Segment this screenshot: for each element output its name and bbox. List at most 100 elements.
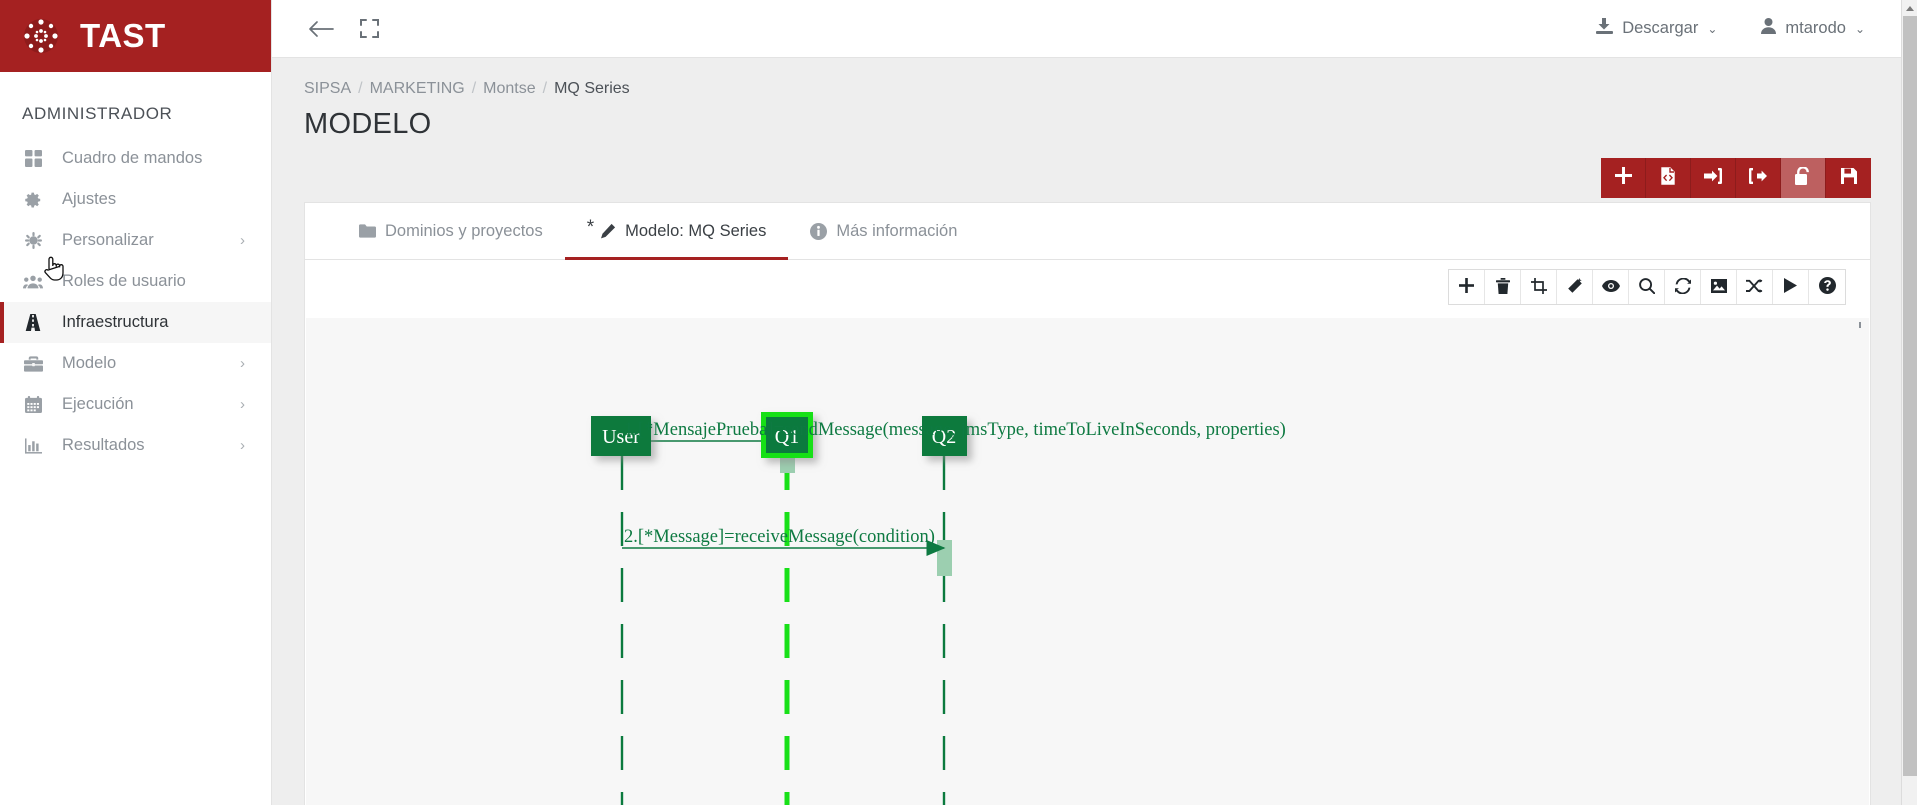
download-menu[interactable]: Descargar ⌄ [1596, 18, 1717, 39]
help-button[interactable] [1809, 270, 1845, 304]
play-icon [1784, 278, 1797, 296]
gear-icon [22, 191, 44, 209]
tab-mas-informacion[interactable]: Más información [788, 203, 979, 259]
breadcrumb-separator: / [471, 80, 477, 97]
shuffle-button[interactable] [1737, 270, 1773, 304]
sidebar-item-label: Cuadro de mandos [62, 149, 203, 167]
chevron-right-icon: › [240, 396, 245, 413]
content-area: SIPSA / MARKETING / Montse / MQ Series M… [272, 58, 1901, 805]
trash-icon [1495, 277, 1510, 297]
zoom-search-button[interactable] [1629, 270, 1665, 304]
export-button[interactable] [1736, 158, 1781, 198]
participant-box-q2: Q2 [922, 416, 967, 456]
participant-box-user: User [591, 416, 651, 456]
breadcrumb-separator: / [542, 80, 548, 97]
run-button[interactable] [1773, 270, 1809, 304]
image-icon [1710, 278, 1727, 296]
sidebar-item-label: Roles de usuario [62, 272, 186, 290]
sidebar-item-label: Resultados [62, 436, 145, 454]
unlock-icon [1795, 165, 1811, 190]
user-menu[interactable]: mtarodo ⌄ [1761, 18, 1865, 39]
chevron-down-icon: ⌄ [1707, 21, 1718, 36]
refresh-button[interactable] [1665, 270, 1701, 304]
pencil-icon [600, 223, 616, 239]
save-button[interactable] [1826, 158, 1871, 198]
tab-dominios-y-proyectos[interactable]: Dominios y proyectos [337, 203, 565, 259]
canvas-corner-handle [1859, 322, 1861, 328]
sidebar-item-infraestructura[interactable]: Infraestructura [0, 302, 271, 343]
participant-label-user: User [602, 426, 640, 448]
participant-label-q1: Q1 [775, 426, 799, 448]
expand-fullscreen-icon[interactable] [360, 19, 379, 38]
download-icon [1596, 18, 1614, 39]
briefcase-icon [22, 355, 44, 372]
info-circle-icon [810, 222, 828, 240]
add-element-button[interactable] [1449, 270, 1485, 304]
preview-button[interactable] [1593, 270, 1629, 304]
sidebar-item-personalizar[interactable]: Personalizar › [0, 220, 271, 261]
brand-title: TAST [80, 17, 166, 54]
page-title: MODELO [304, 108, 432, 140]
sidebar-item-roles-de-usuario[interactable]: Roles de usuario [0, 261, 271, 302]
sign-out-icon [1749, 167, 1767, 189]
export-code-button[interactable] [1646, 158, 1691, 198]
breadcrumb: SIPSA / MARKETING / Montse / MQ Series [272, 58, 1901, 98]
action-toolbar [1601, 158, 1871, 198]
magnifier-icon [1638, 277, 1655, 297]
sidebar-item-resultados[interactable]: Resultados › [0, 425, 271, 466]
shuffle-icon [1745, 278, 1763, 296]
breadcrumb-item-marketing[interactable]: MARKETING [369, 80, 465, 97]
road-icon [22, 314, 44, 331]
breadcrumb-item-sipsa[interactable]: SIPSA [304, 80, 352, 97]
participant-label-q2: Q2 [932, 426, 956, 448]
diagram-toolbar [1448, 269, 1846, 305]
tab-bar: Dominios y proyectos * Modelo: MQ Series [305, 203, 1870, 260]
floppy-save-icon [1840, 167, 1857, 189]
refresh-icon [1674, 277, 1691, 297]
brand-header[interactable]: TAST [0, 0, 271, 72]
crop-button[interactable] [1521, 270, 1557, 304]
scroll-up-arrow[interactable] [1902, 0, 1917, 16]
sidebar-item-cuadro-de-mandos[interactable]: Cuadro de mandos [0, 138, 271, 179]
participant-box-q1: Q1 [761, 412, 813, 458]
vertical-scrollbar[interactable] [1901, 0, 1917, 805]
delete-element-button[interactable] [1485, 270, 1521, 304]
chevron-right-icon: › [240, 232, 245, 249]
sidebar-item-label: Ajustes [62, 190, 117, 208]
breadcrumb-separator: / [358, 80, 363, 97]
top-bar: Descargar ⌄ mtarodo ⌄ [272, 0, 1901, 58]
breadcrumb-item-mq-series[interactable]: MQ Series [554, 80, 630, 97]
sidebar-item-ajustes[interactable]: Ajustes [0, 179, 271, 220]
diagram-canvas[interactable]: User Q1 Q2 1.[*MensajePrueba]=sendMessag… [306, 318, 1869, 805]
sidebar-item-ejecucion[interactable]: Ejecución › [0, 384, 271, 425]
breadcrumb-item-montse[interactable]: Montse [483, 80, 536, 97]
image-export-button[interactable] [1701, 270, 1737, 304]
tab-label: Modelo: MQ Series [625, 221, 767, 240]
unlock-button[interactable] [1781, 158, 1826, 198]
sidebar-heading: ADMINISTRADOR [22, 104, 173, 123]
bar-chart-icon [22, 437, 44, 454]
sidebar-item-label: Infraestructura [62, 313, 169, 331]
import-button[interactable] [1691, 158, 1736, 198]
chevron-right-icon: › [240, 355, 245, 372]
cog-flower-icon [22, 232, 44, 249]
top-bar-right: Descargar ⌄ mtarodo ⌄ [1596, 18, 1901, 39]
crop-icon [1530, 277, 1547, 297]
tab-label: Dominios y proyectos [385, 221, 543, 240]
tab-modelo-mq-series[interactable]: * Modelo: MQ Series [564, 203, 789, 260]
sequence-diagram-svg: User Q1 Q2 1.[*MensajePrueba]=sendMessag… [591, 412, 1286, 805]
user-label: mtarodo [1785, 19, 1846, 37]
sidebar: TAST ADMINISTRADOR Cuadro de mandos Ajus… [0, 0, 272, 805]
activation-bar-q2 [937, 540, 952, 576]
model-card: Dominios y proyectos * Modelo: MQ Series [304, 202, 1871, 805]
chevron-right-icon: › [240, 437, 245, 454]
magic-wand-button[interactable] [1557, 270, 1593, 304]
eye-icon [1601, 279, 1620, 295]
sidebar-item-modelo[interactable]: Modelo › [0, 343, 271, 384]
dashboard-grid-icon [22, 150, 44, 167]
scrollbar-thumb[interactable] [1903, 16, 1917, 776]
back-arrow-icon[interactable] [308, 19, 334, 39]
add-button[interactable] [1601, 158, 1646, 198]
tab-label: Más información [836, 221, 958, 240]
